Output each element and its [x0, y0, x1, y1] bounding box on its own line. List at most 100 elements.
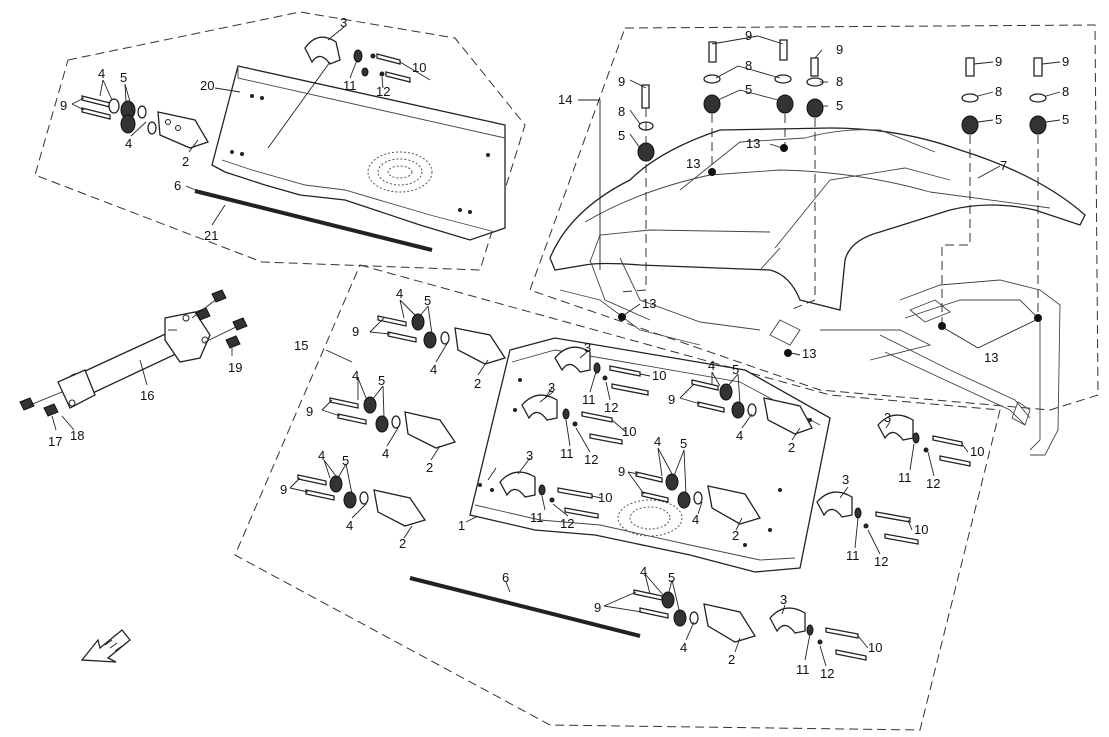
callout-4-r3b: 4 — [346, 518, 353, 533]
clamps-rack — [499, 346, 914, 634]
callout-3-s1: 3 — [884, 410, 891, 425]
callout-4-r2a: 4 — [352, 368, 359, 383]
callout-9-ul: 9 — [60, 98, 67, 113]
callout-3-s2: 3 — [842, 472, 849, 487]
callout-14: 14 — [558, 92, 572, 107]
callout-3-upper: 3 — [340, 15, 347, 30]
panel-upper — [211, 65, 506, 241]
callout-5-r3: 5 — [342, 453, 349, 468]
callout-9-f3: 9 — [836, 42, 843, 57]
callout-9-r6: 9 — [594, 600, 601, 615]
callout-11-upper: 11 — [343, 78, 357, 93]
callout-10-s3: 10 — [868, 640, 882, 655]
callout-9-f5: 9 — [1062, 54, 1069, 69]
callout-2-r3: 2 — [399, 536, 406, 551]
rear-fender — [549, 127, 1086, 311]
callout-4-r2b: 4 — [382, 446, 389, 461]
callout-4-r6a: 4 — [640, 564, 647, 579]
callout-1: 1 — [458, 518, 465, 533]
callout-7: 7 — [1000, 158, 1007, 173]
callout-12-s2: 12 — [874, 554, 888, 569]
callout-labels: 20 6 21 3 11 10 12 4 5 9 4 2 14 9 8 5 9 … — [48, 15, 1069, 681]
rack-plate — [469, 337, 831, 573]
callout-18: 18 — [70, 428, 84, 443]
callout-15: 15 — [294, 338, 308, 353]
callout-10-upper: 10 — [412, 60, 426, 75]
callout-13-c: 13 — [642, 296, 656, 311]
callout-10-p2: 10 — [622, 424, 636, 439]
callout-3-s3: 3 — [780, 592, 787, 607]
callout-9-f4: 9 — [995, 54, 1002, 69]
callout-11-s1: 11 — [898, 470, 912, 485]
callout-12-p2: 12 — [584, 452, 598, 467]
callout-10-p3: 10 — [598, 490, 612, 505]
callout-11-s2: 11 — [846, 548, 860, 563]
callout-12-s3: 12 — [820, 666, 834, 681]
callout-2-r1: 2 — [474, 376, 481, 391]
clamp-upper — [304, 36, 341, 65]
callout-2-r2: 2 — [426, 460, 433, 475]
callout-11-p1: 11 — [582, 392, 596, 407]
callout-17: 17 — [48, 434, 62, 449]
callout-5-r6: 5 — [668, 570, 675, 585]
callout-11-p3: 11 — [530, 510, 544, 525]
mount-set-upper-left — [81, 95, 209, 149]
callout-8-f2: 8 — [745, 58, 752, 73]
callout-9-r4: 9 — [668, 392, 675, 407]
callout-20: 20 — [200, 78, 214, 93]
callout-8-f5: 8 — [1062, 84, 1069, 99]
callout-13-d: 13 — [802, 346, 816, 361]
callout-4-r1b: 4 — [430, 362, 437, 377]
callout-4-r4a: 4 — [708, 358, 715, 373]
callout-9-r2: 9 — [306, 404, 313, 419]
callout-5-f4: 5 — [995, 112, 1002, 127]
callout-2-r5: 2 — [732, 528, 739, 543]
callout-3-p3: 3 — [526, 448, 533, 463]
callout-3-p1: 3 — [584, 340, 591, 355]
callout-8-f3: 8 — [836, 74, 843, 89]
leader-lines — [51, 26, 1061, 667]
group-boundary-rack-assembly — [234, 264, 1001, 731]
callout-9-f2: 9 — [745, 28, 752, 43]
callout-5-f1: 5 — [618, 128, 625, 143]
callout-10-p1: 10 — [652, 368, 666, 383]
edge-strip-upper — [194, 189, 433, 252]
callout-8-f1: 8 — [618, 104, 625, 119]
callout-11-s3: 11 — [796, 662, 810, 677]
callout-5-ul: 5 — [120, 70, 127, 85]
callout-11-p2: 11 — [560, 446, 574, 461]
callout-5-r1: 5 — [424, 293, 431, 308]
callout-4-r6b: 4 — [680, 640, 687, 655]
callout-9-r5: 9 — [618, 464, 625, 479]
callout-6-upper: 6 — [174, 178, 181, 193]
callout-4-r5a: 4 — [654, 434, 661, 449]
callout-2-ul: 2 — [182, 154, 189, 169]
callout-13-a: 13 — [746, 136, 760, 151]
callout-12-p3: 12 — [560, 516, 574, 531]
callout-9-f1: 9 — [618, 74, 625, 89]
callout-12-p1: 12 — [604, 400, 618, 415]
bolt-sets-rack — [538, 362, 971, 661]
callout-4-r3a: 4 — [318, 448, 325, 463]
frame-tubing — [559, 257, 1061, 456]
callout-5-f5: 5 — [1062, 112, 1069, 127]
callout-13-e: 13 — [984, 350, 998, 365]
tube-nuts — [19, 289, 248, 417]
callout-12-s1: 12 — [926, 476, 940, 491]
callout-4-r5b: 4 — [692, 512, 699, 527]
callout-4-ul-b: 4 — [125, 136, 132, 151]
callout-12-upper: 12 — [376, 84, 390, 99]
fasteners-upper — [353, 49, 431, 83]
group-boundary-rear-fender — [529, 24, 1099, 411]
callout-2-r6: 2 — [728, 652, 735, 667]
callout-4-r4b: 4 — [736, 428, 743, 443]
callout-13-b: 13 — [686, 156, 700, 171]
callout-9-r3: 9 — [280, 482, 287, 497]
callout-6-lower: 6 — [502, 570, 509, 585]
direction-arrow-icon — [80, 629, 131, 663]
callout-3-p2: 3 — [548, 380, 555, 395]
callout-16: 16 — [140, 388, 154, 403]
callout-5-f3: 5 — [836, 98, 843, 113]
callout-5-r2: 5 — [378, 373, 385, 388]
callout-4-r1a: 4 — [396, 286, 403, 301]
